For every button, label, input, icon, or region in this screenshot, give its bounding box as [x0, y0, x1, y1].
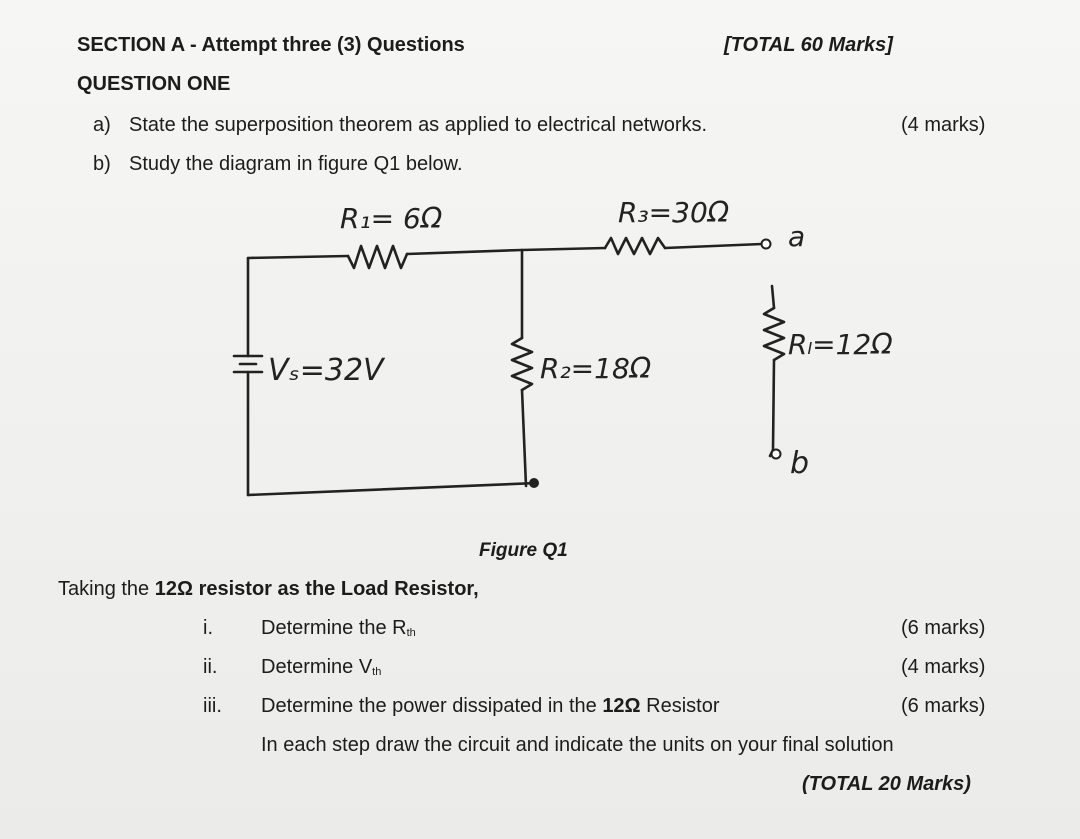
task-text-main: Determine the power dissipated in the [261, 695, 603, 717]
top-right-wire-b [663, 242, 764, 250]
task-text-main: Determine V [261, 656, 373, 678]
part-b-text: Study the diagram in figure Q1 below. [129, 153, 463, 175]
rl-wire-top [770, 284, 776, 310]
question-title: QUESTION ONE [77, 73, 231, 95]
figure-caption: Figure Q1 [479, 540, 568, 561]
task-text-value: 12Ω [602, 695, 641, 717]
bottom-wire [246, 481, 539, 497]
node-b-terminal [770, 448, 782, 460]
top-middle-wire [405, 248, 524, 256]
r2-resistor [510, 336, 534, 392]
grand-total-marks: (TOTAL 20 Marks) [802, 773, 971, 795]
junction-dot [529, 478, 539, 488]
top-left-wire [246, 254, 350, 260]
load-statement: Taking the 12Ω resistor as the Load Resi… [58, 578, 479, 601]
task-subscript: th [372, 666, 382, 678]
section-title: SECTION A - Attempt three (3) Questions [77, 34, 465, 56]
node-a-label: a [788, 220, 805, 253]
rl-label: Rₗ=12Ω [788, 328, 893, 361]
r3-label: R₃=30Ω [618, 196, 730, 229]
task-number: iii. [203, 695, 222, 717]
r1-resistor [346, 244, 409, 270]
task-number: ii. [203, 656, 218, 678]
vs-label: Vₛ=32V [268, 353, 386, 388]
total-marks: [TOTAL 60 Marks] [724, 34, 893, 56]
part-a-marks: (4 marks) [901, 114, 986, 136]
node-a-terminal [760, 238, 772, 250]
r3-resistor [603, 236, 667, 256]
task-number: i. [203, 617, 213, 639]
task-marks: (6 marks) [901, 695, 986, 717]
r1-label: R₁= 6Ω [340, 202, 443, 235]
rl-wire-bottom [771, 358, 776, 452]
voltage-source-symbol [232, 354, 264, 374]
task-text: Determine the Rth [261, 617, 416, 640]
circuit-diagram: R₁= 6Ω R₃=30Ω a Vₛ=32V R₂=18Ω Rₗ=12Ω b [232, 196, 893, 497]
node-b-label: b [790, 446, 809, 481]
r2-label: R₂=18Ω [540, 352, 652, 385]
part-b-label: b) [93, 153, 111, 175]
part-a-text: State the superposition theorem as appli… [129, 114, 708, 136]
task-subscript: th [406, 627, 416, 639]
top-right-wire-a [520, 246, 607, 252]
task-marks: (6 marks) [901, 617, 986, 639]
load-value: 12Ω [154, 578, 194, 600]
rl-resistor [762, 306, 786, 362]
load-suffix: resistor as the Load Resistor, [193, 578, 479, 600]
middle-wire-bottom [520, 388, 528, 488]
part-a-label: a) [93, 114, 111, 136]
task-text-main: Determine the R [261, 617, 407, 639]
task-text: Determine Vth [261, 656, 381, 679]
task-marks: (4 marks) [901, 656, 986, 678]
task-text: Determine the power dissipated in the 12… [261, 695, 720, 718]
task-text-after: Resistor [640, 695, 720, 717]
load-prefix: Taking the [58, 578, 155, 600]
instruction-text: In each step draw the circuit and indica… [261, 734, 894, 756]
